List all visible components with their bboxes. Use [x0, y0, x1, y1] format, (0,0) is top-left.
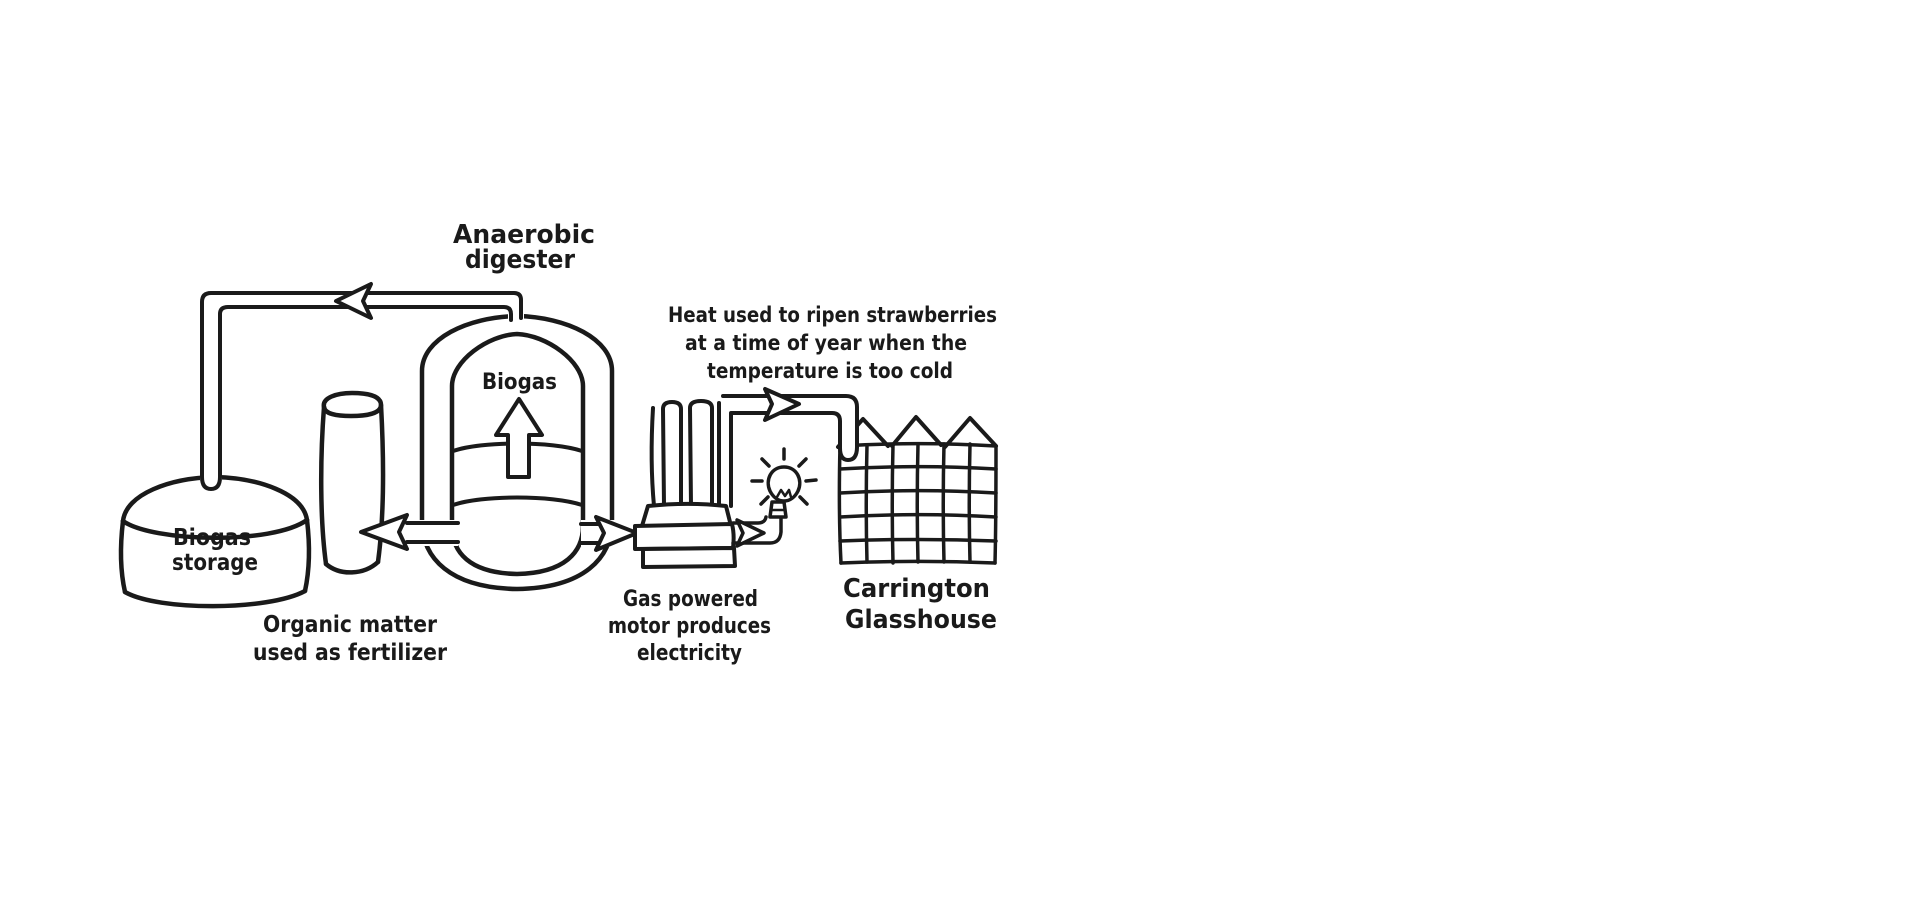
anaerobic-digester-tank: [419, 313, 615, 592]
arrow-right-icon: [594, 515, 639, 552]
fertilizer-label-line1: Organic matter: [263, 612, 438, 638]
digester-contents-label: Biogas: [482, 370, 557, 395]
storage-label-line1: Biogas: [173, 525, 251, 551]
glasshouse-grid: [837, 442, 998, 565]
heat-note-line2: at a time of year when the: [685, 331, 967, 355]
gas-motor: [633, 399, 737, 569]
pipe-digester-out-left: [359, 513, 460, 551]
digester-title-line1: Anaerobic: [453, 220, 595, 250]
motor-pipe-column: [688, 399, 714, 508]
biogas-up-arrow-icon: [494, 397, 544, 479]
heat-note-line3: temperature is too cold: [707, 359, 953, 383]
arrow-right-icon: [763, 387, 801, 422]
motor-pipe-column: [661, 400, 683, 508]
electric-wire: [731, 515, 783, 548]
storage-label-line2: storage: [172, 550, 258, 576]
glasshouse-label-line2: Glasshouse: [845, 605, 997, 635]
bulb-rays: [750, 447, 818, 506]
glasshouse-label-line1: Carrington: [843, 574, 990, 604]
bulb-filament: [775, 488, 793, 499]
fertilizer-outlet-cylinder: [318, 390, 386, 575]
liquid-level-line: [451, 495, 584, 507]
pipe-motor-to-glasshouse: [721, 387, 859, 462]
motor-base-slab: [640, 501, 733, 528]
motor-label-line1: Gas powered: [623, 587, 758, 612]
pipe-digester-to-motor: [579, 515, 639, 552]
motor-label-line2: motor produces: [608, 614, 771, 639]
light-bulb-icon: [750, 447, 818, 519]
fertilizer-label-line2: used as fertilizer: [253, 640, 448, 666]
heat-note-line1: Heat used to ripen strawberries: [668, 303, 997, 327]
arrow-left-icon: [359, 513, 409, 551]
motor-label-line3: electricity: [637, 641, 742, 666]
arrow-right-icon: [735, 518, 766, 548]
glasshouse: [836, 415, 998, 565]
pipe-digester-to-storage: [200, 282, 524, 491]
motor-base-slab: [641, 546, 737, 569]
arrow-left-icon: [334, 282, 373, 320]
motor-base-slab: [633, 522, 736, 551]
digester-title-line2: digester: [465, 245, 575, 275]
